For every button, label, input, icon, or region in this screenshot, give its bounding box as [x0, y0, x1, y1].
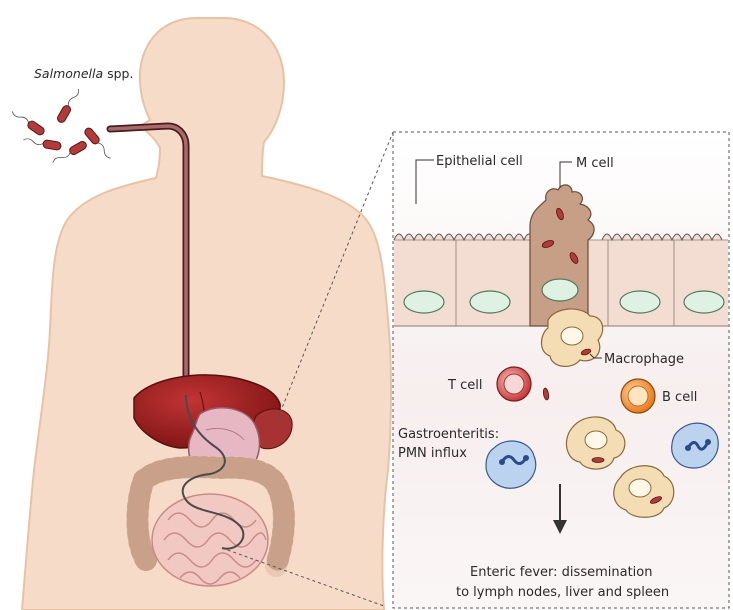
- salmonella-label: Salmonella spp.: [34, 66, 133, 81]
- pmn-cell: [672, 423, 719, 468]
- gastroenteritis-label-line1: Gastroenteritis:: [398, 427, 499, 442]
- epithelial-nucleus: [470, 291, 510, 313]
- small-intestine: [152, 494, 268, 586]
- b-cell-label: B cell: [662, 390, 697, 405]
- epithelial-nucleus: [404, 291, 444, 313]
- b-cell: [621, 379, 655, 413]
- m-cell: [530, 185, 594, 326]
- m-cell-label: M cell: [576, 156, 614, 171]
- enteric-fever-label-line2: to lymph nodes, liver and spleen: [456, 585, 669, 600]
- enteric-fever-label-line1: Enteric fever: dissemination: [470, 565, 652, 580]
- epithelial-cell-label: Epithelial cell: [436, 154, 523, 169]
- epithelial-nucleus: [684, 291, 724, 313]
- t-cell-label: T cell: [447, 378, 482, 393]
- macrophage-label: Macrophage: [604, 352, 684, 367]
- pmn-cell: [486, 441, 536, 488]
- gastroenteritis-label-line2: PMN influx: [398, 446, 467, 461]
- salmonella-bacteria: [10, 87, 114, 166]
- zoom-panel: Epithelial cell M cell Macrophage T cell…: [393, 132, 729, 608]
- epithelial-nucleus: [620, 291, 660, 313]
